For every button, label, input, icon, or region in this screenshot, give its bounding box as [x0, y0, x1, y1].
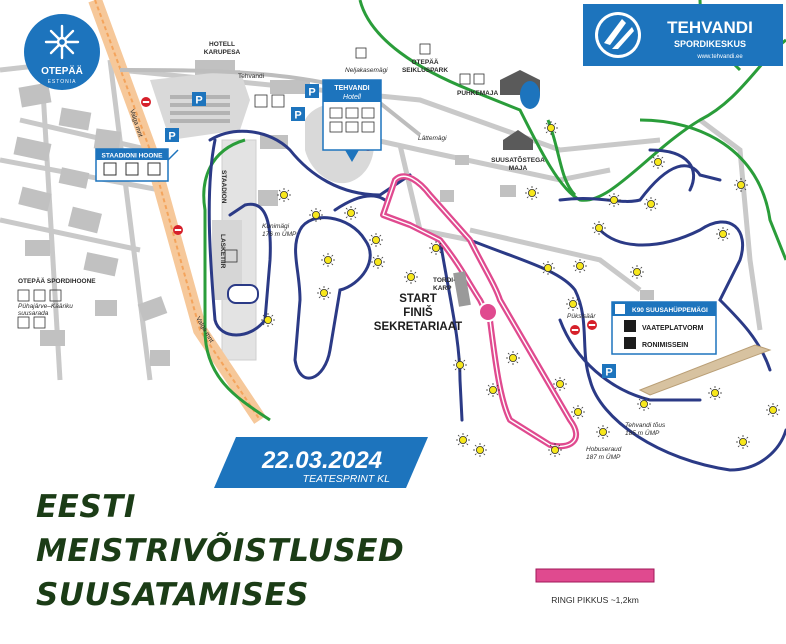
buildings — [13, 60, 654, 366]
pond — [520, 81, 540, 109]
competition-tracks — [207, 129, 786, 472]
map-labels: HOTELL KARUPESA Tehvandi Neljakasemägi O… — [18, 41, 666, 461]
gym-icon — [361, 107, 375, 119]
pool-icon — [345, 121, 359, 133]
bbq-icon — [473, 73, 485, 85]
climbing-icon — [624, 337, 636, 349]
staadioni-hoone-callout: STAADIONI HOONE — [95, 148, 179, 182]
hotell-karupesa-label-1: HOTELL — [209, 41, 235, 48]
poi-icons — [17, 43, 540, 329]
svg-text:P: P — [168, 131, 175, 143]
picnic-icon — [459, 73, 471, 85]
staadioni-hoone-label: STAADIONI HOONE — [102, 153, 164, 160]
svg-text:P: P — [605, 367, 612, 379]
finis-label: FINIŠ — [403, 306, 433, 319]
start-label: START — [399, 293, 436, 305]
hotell-badge-name: TEHVANDI — [334, 85, 369, 92]
weights-icon — [17, 289, 30, 302]
skier-icon — [17, 316, 30, 329]
restaurant-icon — [329, 107, 343, 119]
vaateplatvorm-label: VAATEPLATVORM — [642, 325, 704, 332]
legend-loop-label: RINGI PIKKUS ~1,2km — [551, 595, 639, 605]
tehvandi-street-label: Tehvandi — [238, 73, 264, 80]
ski-jump-icon — [615, 304, 625, 314]
adventure-park-icon — [419, 43, 431, 55]
snowflake-icon — [44, 24, 80, 60]
hotell-callout: TEHVANDI Hotell — [322, 79, 382, 162]
staadion-label: STAADION — [220, 170, 227, 204]
cafe-icon — [345, 107, 359, 119]
seikluspark-label-1: OTEPÄÄ — [411, 58, 438, 66]
k90-callout: K90 SUUSAHÜPPEMÄGI VAATEPLATVORM RONIMIS… — [611, 301, 717, 355]
k90-label: K90 SUUSAHÜPPEMÄGI — [632, 305, 708, 314]
valga-road — [88, 0, 266, 424]
hotel-bed-icon — [361, 121, 375, 133]
otepaa-logo: OTEPÄÄ ESTONIA — [24, 14, 100, 90]
svg-text:P: P — [195, 95, 202, 107]
tehvandi-logo-name: TEHVANDI — [667, 18, 753, 37]
kunimagi-label-2: 176 m ÜMP — [262, 230, 297, 238]
sauna-icon — [329, 121, 343, 133]
ski-jump — [638, 344, 772, 396]
hobuseraud-label-2: 187 m ÜMP — [586, 453, 621, 461]
ronimissein-label: RONIMISSEIN — [642, 342, 688, 349]
tehvandi-emblem-icon — [595, 12, 641, 58]
title-line-3: SUUSATAMISES — [36, 577, 309, 613]
tehvandi-logo-sub: SPORDIKESKUS — [674, 39, 746, 49]
hiker-icon — [33, 316, 46, 329]
locker-icon — [147, 162, 161, 176]
track-icon — [49, 289, 62, 302]
fitness-icon — [254, 94, 268, 108]
suusatostega-house-icon — [503, 130, 533, 150]
otepaa-spordihoone-label: OTEPÄÄ SPORDIHOONE — [18, 277, 96, 285]
ball-icon — [33, 289, 46, 302]
toilet-icon — [103, 162, 117, 176]
puhkemaja-label: PUHKEMAJA — [457, 90, 498, 97]
tehvandi-logo-url: www.tehvandi.ee — [696, 54, 743, 60]
lattemagi-label: Lättemägi — [418, 135, 447, 142]
sledding-icon — [355, 47, 367, 59]
shower-icon — [125, 162, 139, 176]
title-line-2: MEISTRIVÕISTLUSED — [36, 532, 404, 569]
hotell-badge-sub: Hotell — [343, 94, 361, 101]
start-finish-marker — [478, 302, 498, 322]
svg-text:P: P — [308, 87, 315, 99]
tehvandi-tous-label-2: 185 m ÜMP — [625, 429, 660, 437]
kunimagi-label-1: Kunimägi — [262, 223, 290, 230]
info-icon — [271, 94, 285, 108]
biathlon-icon — [224, 249, 238, 263]
event-date: 22.03.2024 — [261, 447, 382, 474]
hobuseraud-label-1: Hobuseraud — [586, 446, 622, 453]
suusatostega-label-2: MAJA — [509, 165, 528, 172]
sekretariaat-label: SEKRETARIAAT — [374, 321, 462, 333]
puksisaar-label: Püksisäär — [567, 313, 596, 320]
legend: RINGI PIKKUS ~1,2km — [535, 568, 655, 605]
title-line-1: EESTI — [36, 489, 136, 525]
puhajarve-label-1: Pühajärve–Kääriku — [18, 303, 73, 310]
suusatostega-label-1: SUUSATÕSTEGA — [491, 155, 545, 164]
binoculars-icon — [624, 320, 636, 332]
event-type: TEATESPRINT KL — [303, 473, 390, 485]
tehvandi-logo: TEHVANDI SPORDIKESKUS www.tehvandi.ee — [583, 4, 783, 66]
date-banner: 22.03.2024 TEATESPRINT KL — [214, 437, 428, 488]
tordikarp-label-2: KARP — [433, 285, 452, 292]
tordikarp-building — [453, 271, 471, 307]
legend-loop-swatch — [535, 568, 655, 583]
otepaa-logo-name: OTEPÄÄ — [41, 64, 83, 77]
event-title: EESTI MEISTRIVÕISTLUSED SUUSATAMISES — [36, 489, 404, 613]
hotell-karupesa-label-2: KARUPESA — [204, 49, 241, 56]
tehvandi-tous-label-1: Tehvandi tõus — [625, 422, 666, 429]
puhajarve-label-2: suusarada — [18, 310, 49, 317]
otepaa-logo-country: ESTONIA — [48, 79, 77, 85]
neljakasemagi-label: Neljakasemägi — [345, 67, 388, 74]
svg-text:P: P — [294, 110, 301, 122]
tordikarp-label-1: TORDI- — [433, 277, 455, 284]
lasketiir-label: LASKETIIR — [219, 234, 226, 269]
parking-markers: P P P P P — [165, 84, 616, 379]
seikluspark-label-2: SEIKLUSPARK — [402, 67, 448, 74]
